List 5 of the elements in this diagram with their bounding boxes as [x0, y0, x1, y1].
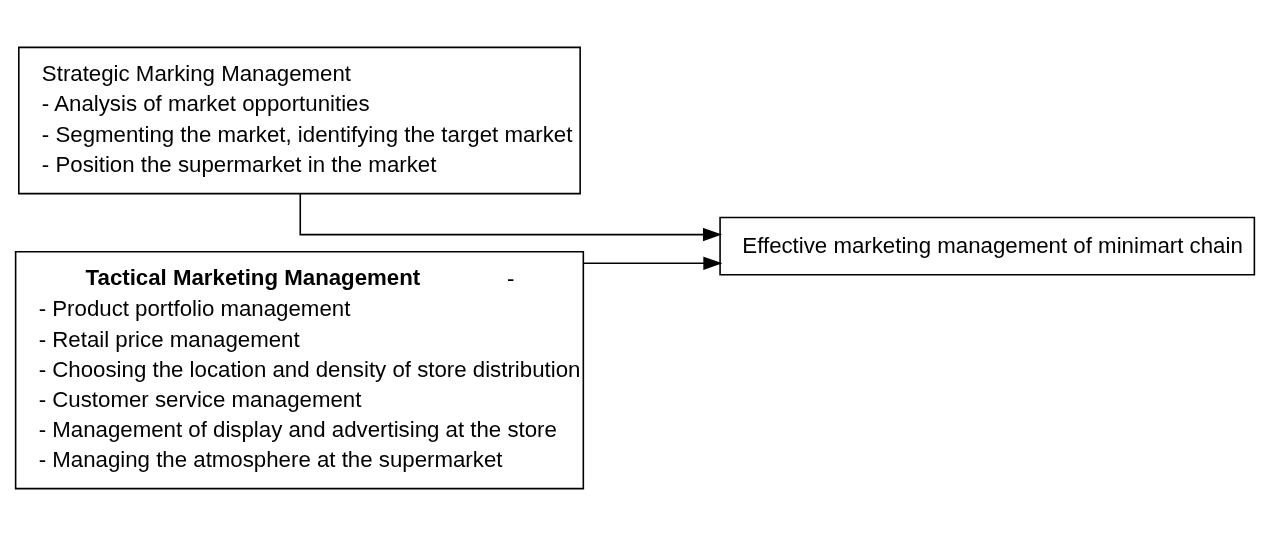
arrow	[299, 192, 723, 241]
arrow	[582, 256, 723, 270]
node-box: Tactical Marketing Management- - Product portfolio management - Retail price management - Choosing the location and density of store distribution - Customer service management - Management of display and advertising at the store - Managing the atmosphere at the supermarket	[14, 250, 585, 489]
node-box: Strategic Marking Management - Analysis of market opportunities - Segmenting the market, identifying the target market - Position the supermarket in the market	[18, 46, 581, 194]
node-box: Effective marketing management of minimart chain	[719, 216, 1256, 276]
